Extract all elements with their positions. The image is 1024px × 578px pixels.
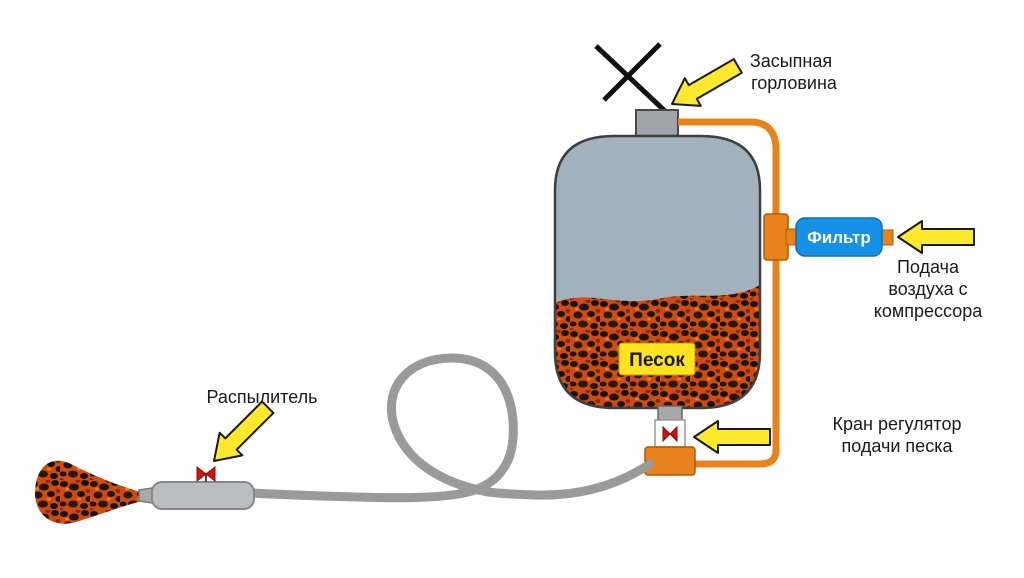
sprayer-gun — [138, 465, 255, 510]
sand-label-text: Песок — [629, 350, 685, 371]
air-supply-label-line2: воздуха с — [888, 279, 967, 299]
filter-unit: Фильтр — [763, 213, 894, 261]
filter-outlet-fitting — [880, 229, 894, 246]
blast-hose — [248, 353, 655, 503]
sprayer-label: Распылитель — [207, 387, 318, 407]
bottom-tee-fitting — [644, 446, 696, 476]
air-supply-label-line3: компрессора — [874, 301, 983, 321]
filler-neck-label-line2: горловина — [751, 73, 838, 93]
filter-tee-fitting — [763, 213, 789, 261]
air-pipe — [678, 118, 780, 468]
valve-label-line2: подачи песка — [842, 436, 954, 456]
air-supply-arrow-icon — [897, 220, 975, 254]
filler-handle-icon — [594, 42, 668, 114]
sand-tank — [553, 134, 762, 410]
valve-icon — [662, 425, 678, 443]
gun-nozzle — [138, 487, 153, 504]
filler-neck-label-line1: Засыпная — [750, 51, 832, 71]
filter-body — [795, 217, 883, 257]
spray-jet — [34, 460, 151, 524]
sand-valve — [644, 405, 696, 476]
filter-label: Фильтр — [807, 228, 870, 247]
valve-arrow-icon — [693, 420, 771, 454]
filler-neck-cap — [635, 109, 679, 139]
air-supply-label-line1: Подача — [897, 257, 960, 277]
valve-label-line1: Кран регулятор — [833, 414, 962, 434]
sand-label-box — [618, 342, 696, 376]
sand-label: Песок — [618, 342, 696, 376]
sprayer-arrow-icon — [213, 400, 275, 462]
gun-valve-icon — [196, 465, 216, 483]
valve-stub — [657, 405, 683, 422]
tank-outline — [553, 134, 762, 410]
gun-body — [151, 481, 255, 510]
filler-neck-arrow-icon — [671, 58, 743, 107]
